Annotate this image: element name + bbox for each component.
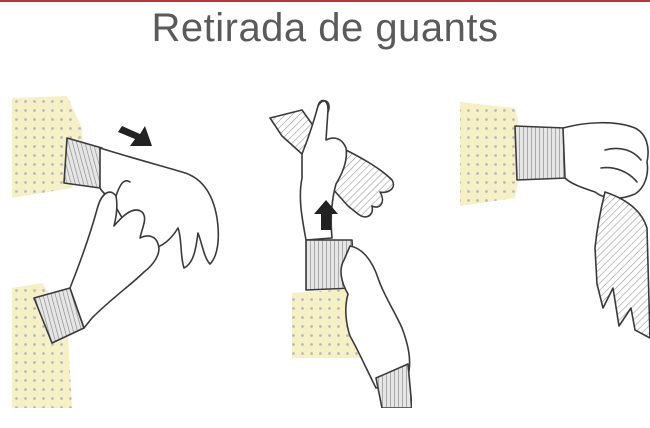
sleeve-right	[460, 102, 525, 206]
step-1-illustration	[12, 88, 227, 408]
ribbed-cuff-upper	[63, 137, 103, 189]
gloved-fist	[562, 121, 649, 200]
up-arrow-icon	[314, 200, 338, 230]
ribbed-cuff-pulling	[375, 363, 412, 408]
right-down-arrow-icon	[118, 126, 152, 146]
top-accent-rule	[0, 0, 650, 2]
page-title: Retirada de guants	[151, 6, 499, 50]
step-2-illustration	[262, 88, 412, 408]
gloved-hand-pulling	[340, 245, 411, 389]
ribbed-cuff-right	[514, 125, 568, 181]
step-3-illustration	[455, 88, 650, 408]
gloved-hand-lower	[69, 191, 160, 329]
removed-glove-hanging	[594, 191, 650, 339]
